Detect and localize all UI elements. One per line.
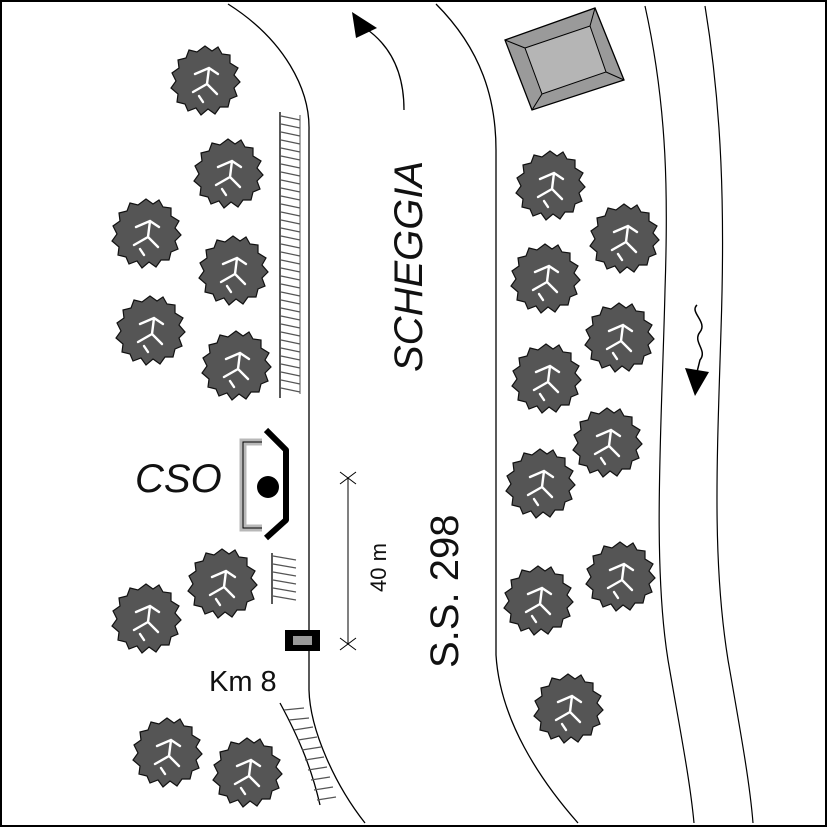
tree-icon [588, 202, 661, 275]
tree-icon [532, 672, 605, 745]
stream-bank-right [704, 5, 754, 824]
tree-icon [197, 234, 270, 307]
tree-icon [186, 547, 259, 620]
tree-icon [192, 137, 265, 210]
station-icon [239, 427, 289, 541]
distance-label: 40 m [366, 543, 391, 592]
kilometer-marker-icon [285, 630, 320, 651]
barrier-icon [271, 553, 297, 604]
tree-icon [510, 342, 583, 415]
road-edge-left [227, 3, 366, 824]
tree-icon [584, 540, 657, 613]
tree-icon [131, 716, 204, 789]
tree-icon [583, 301, 656, 374]
tree-icon [110, 197, 183, 270]
tree-icon [509, 242, 582, 315]
tree-icon [502, 564, 575, 637]
road-edge-right [435, 3, 579, 824]
tree-icon [504, 447, 577, 520]
barrier-icon [279, 702, 337, 806]
road-label: S.S. 298 [423, 515, 467, 668]
tree-icon [514, 149, 587, 222]
direction-label: SCHEGGIA [387, 161, 431, 372]
kilometer-label: Km 8 [209, 666, 277, 698]
distance-scale [339, 471, 357, 651]
tree-icon [169, 44, 242, 117]
tree-icon [110, 582, 183, 655]
building-icon [504, 7, 625, 111]
tree-icon [200, 329, 273, 402]
tree-icon [571, 406, 644, 479]
stream-arrow-icon [685, 304, 709, 396]
direction-arrow-icon [352, 12, 405, 111]
station-label: CSO [135, 457, 222, 501]
barrier-icon [279, 112, 301, 398]
tree-icon [114, 294, 187, 367]
tree-icon [211, 736, 284, 809]
stream-bank-left [644, 5, 695, 824]
